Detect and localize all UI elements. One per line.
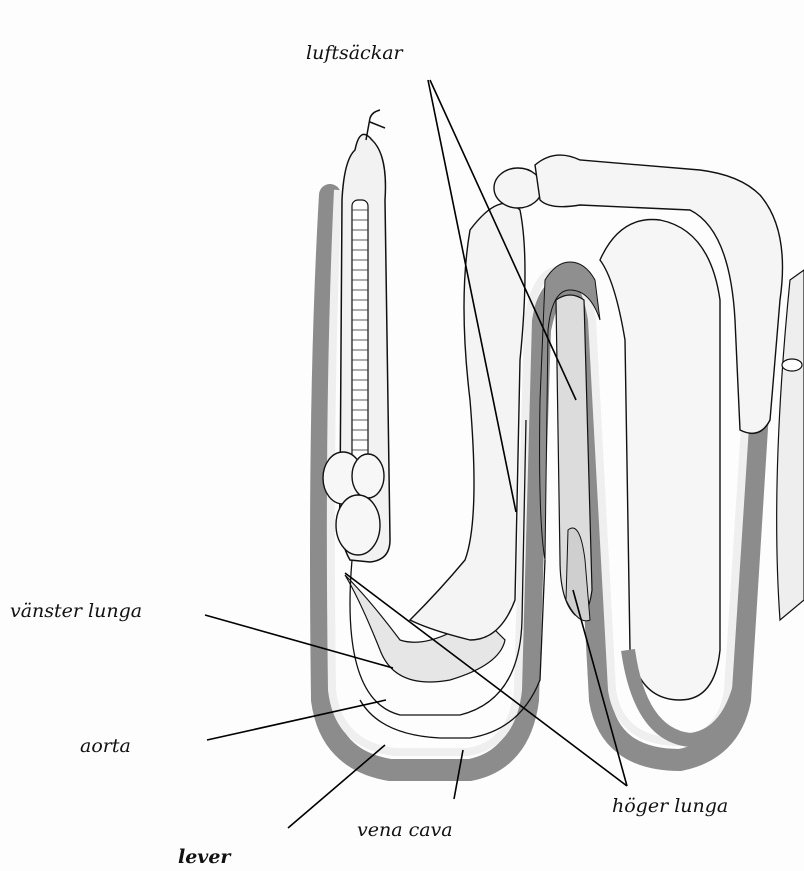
right-body [600, 220, 720, 701]
label-right-lung: höger lunga [612, 795, 728, 817]
tongue [366, 110, 385, 140]
leader-liver [288, 745, 385, 828]
label-aorta: aorta [80, 735, 131, 757]
label-left-lung: vänster lunga [10, 600, 142, 622]
label-liver: lever [178, 846, 230, 868]
label-air-sacs: luftsäckar [306, 42, 403, 64]
leader-left-lung [205, 615, 393, 668]
leader-aorta [207, 700, 386, 740]
tail-section [782, 359, 802, 371]
mid-body [410, 203, 525, 640]
label-vena-cava: vena cava [357, 819, 453, 841]
tail-fragment [777, 270, 804, 620]
trachea [352, 200, 368, 460]
